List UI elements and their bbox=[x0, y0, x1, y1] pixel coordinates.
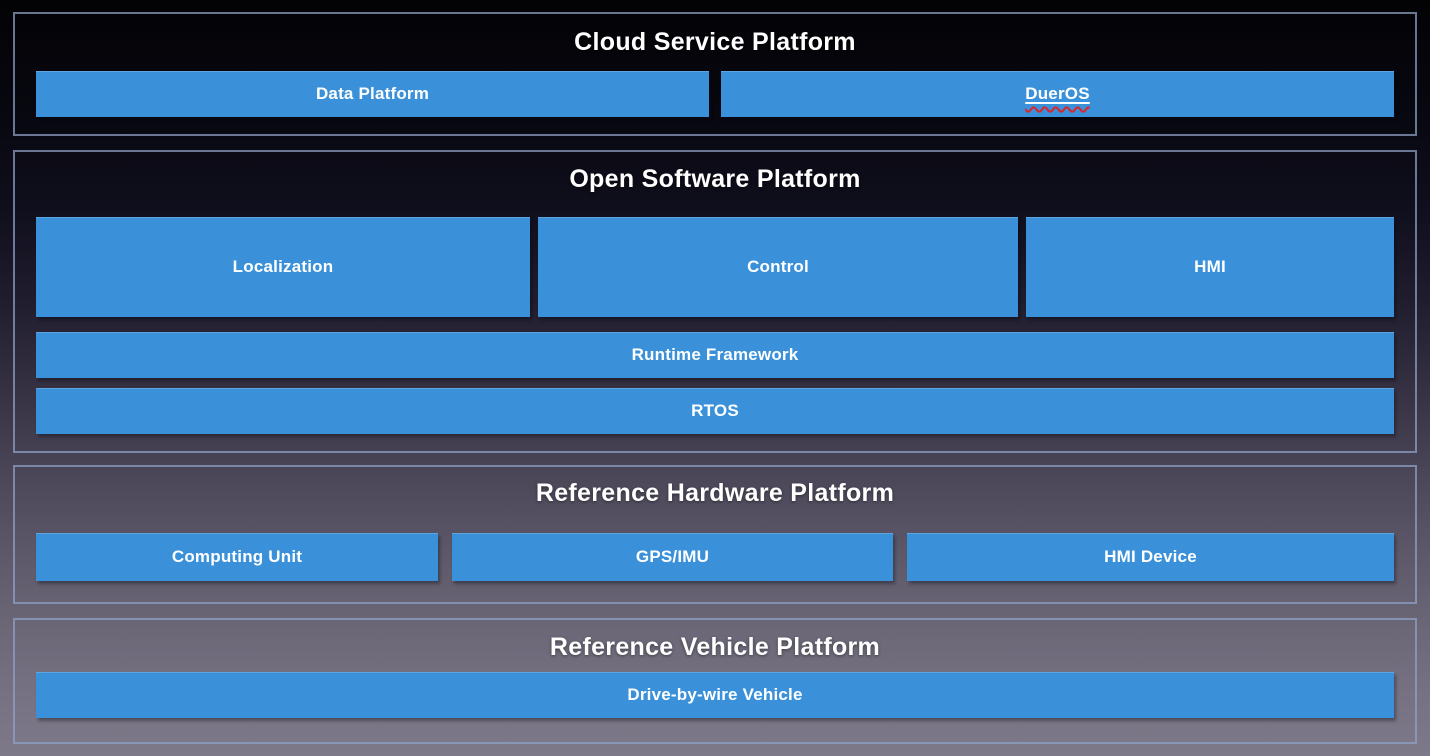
hmi-device-box: HMI Device bbox=[907, 533, 1394, 581]
rtos-label: RTOS bbox=[691, 401, 739, 420]
hmi-device-label: HMI Device bbox=[1104, 547, 1197, 566]
drive-by-wire-vehicle-label: Drive-by-wire Vehicle bbox=[627, 685, 803, 704]
runtime-framework-box: Runtime Framework bbox=[36, 332, 1394, 378]
open-software-platform-section: Open Software Platform Localization Cont… bbox=[13, 150, 1417, 453]
hmi-box: HMI bbox=[1026, 217, 1394, 317]
dueros-label: DuerOS bbox=[1025, 84, 1090, 103]
reference-vehicle-platform-title: Reference Vehicle Platform bbox=[549, 633, 881, 661]
cloud-service-platform-title: Cloud Service Platform bbox=[574, 28, 856, 56]
localization-box: Localization bbox=[36, 217, 530, 317]
cloud-service-platform-section: Cloud Service Platform Data Platform Due… bbox=[13, 12, 1417, 136]
drive-by-wire-vehicle-box: Drive-by-wire Vehicle bbox=[36, 672, 1394, 718]
dueros-box: DuerOS bbox=[721, 71, 1394, 117]
control-box: Control bbox=[538, 217, 1018, 317]
control-label: Control bbox=[747, 257, 809, 276]
open-software-platform-title: Open Software Platform bbox=[569, 165, 861, 193]
runtime-framework-label: Runtime Framework bbox=[631, 345, 799, 364]
data-platform-box: Data Platform bbox=[36, 71, 709, 117]
rtos-box: RTOS bbox=[36, 388, 1394, 434]
rtos-row: RTOS bbox=[36, 388, 1394, 434]
reference-hardware-platform-section: Reference Hardware Platform Computing Un… bbox=[13, 465, 1417, 604]
data-platform-label: Data Platform bbox=[315, 84, 430, 103]
computing-unit-label: Computing Unit bbox=[171, 547, 303, 566]
computing-unit-box: Computing Unit bbox=[36, 533, 438, 581]
hmi-label: HMI bbox=[1194, 257, 1226, 276]
open-software-modules-row: Localization Control HMI bbox=[36, 217, 1394, 317]
gps-imu-label: GPS/IMU bbox=[635, 547, 710, 566]
vehicle-row: Drive-by-wire Vehicle bbox=[36, 672, 1394, 718]
reference-hardware-platform-title: Reference Hardware Platform bbox=[535, 479, 895, 507]
gps-imu-box: GPS/IMU bbox=[452, 533, 893, 581]
hardware-devices-row: Computing Unit GPS/IMU HMI Device bbox=[36, 533, 1394, 581]
dueros-underline: DuerOS bbox=[1025, 84, 1090, 104]
localization-label: Localization bbox=[232, 257, 334, 276]
runtime-framework-row: Runtime Framework bbox=[36, 332, 1394, 378]
cloud-service-row: Data Platform DuerOS bbox=[36, 71, 1394, 117]
reference-vehicle-platform-section: Reference Vehicle Platform Drive-by-wire… bbox=[13, 618, 1417, 744]
